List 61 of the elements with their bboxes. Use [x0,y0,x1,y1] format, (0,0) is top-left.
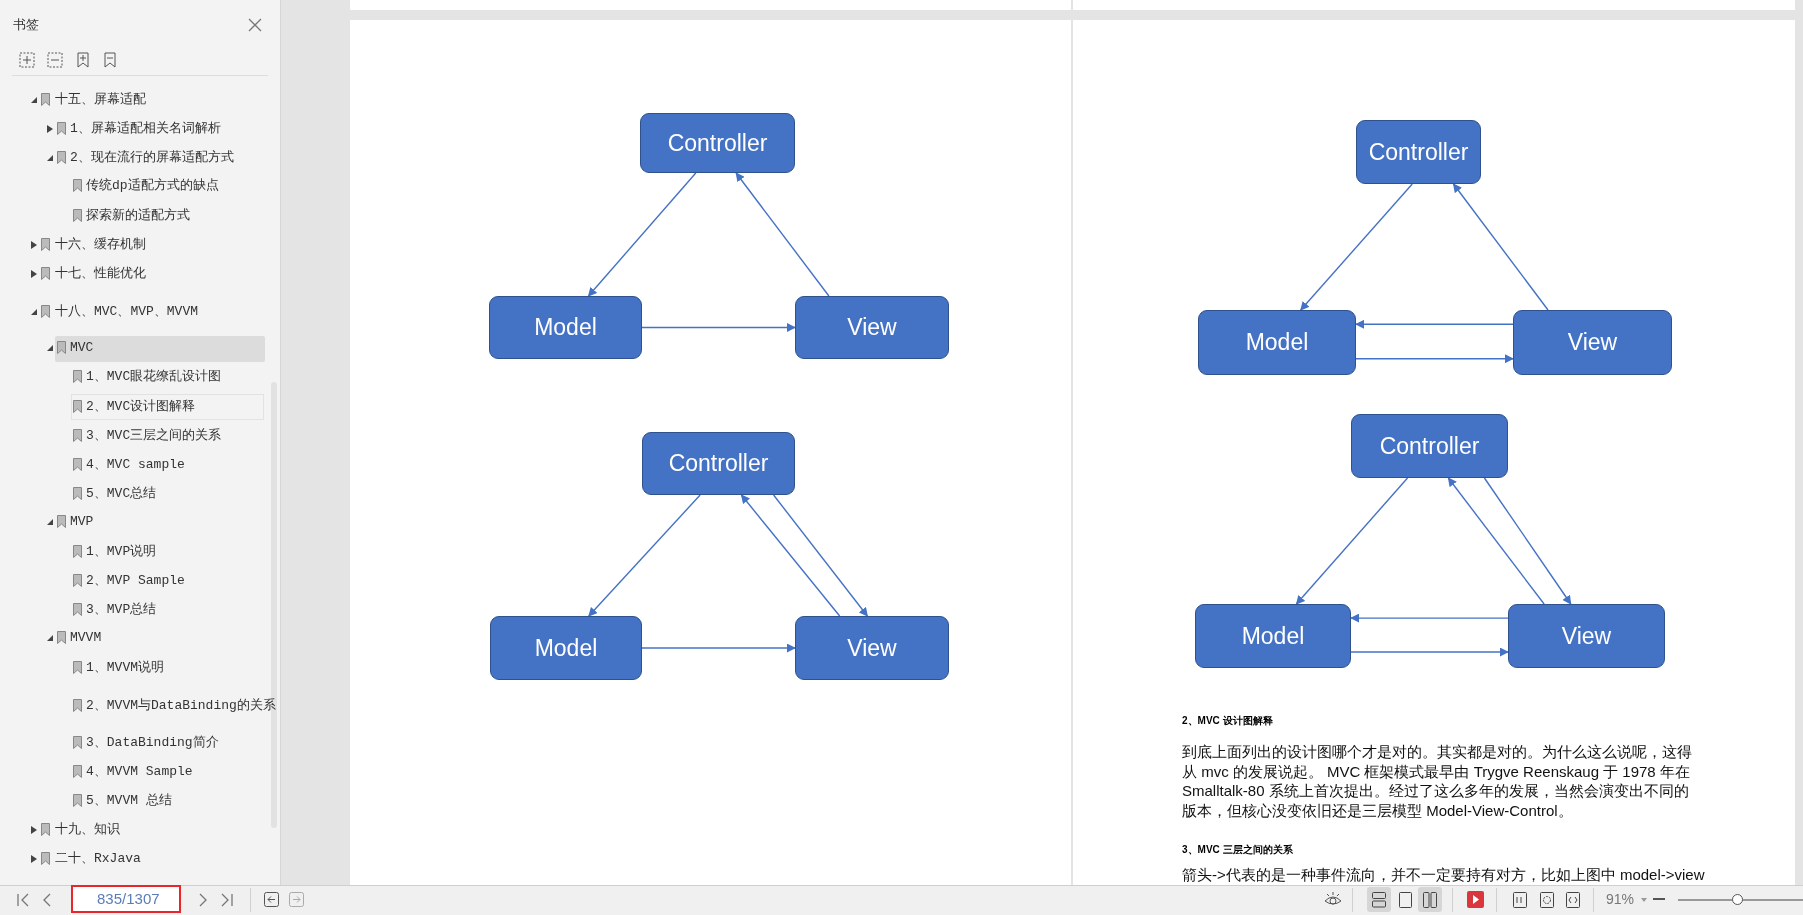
arrow [1350,613,1509,623]
process-box: Controller [1356,120,1481,184]
process-box: Model [1195,604,1351,668]
process-box: Model [489,296,642,359]
arrow [1355,354,1514,364]
zoom-level: 91% [1606,891,1635,907]
bookmark-item: 2、MVP Sample [86,573,185,589]
bookmark-item: 传统dp适配方式的缺点 [86,178,219,194]
bookmark-item: 十五、屏幕适配 [55,92,146,108]
bookmark-item: MVVM [70,630,102,646]
arrow [740,494,841,617]
process-box: View [1513,310,1672,375]
process-box: View [1508,604,1665,668]
bookmark-item: 1、屏幕适配相关名词解析 [70,121,221,137]
bookmark-item: 十六、缓存机制 [55,237,146,253]
bookmark-item: 4、MVC sample [86,457,185,473]
arrow [1447,477,1545,605]
bookmark-item: 探索新的适配方式 [86,208,190,224]
arrow [1355,319,1514,329]
bookmark-item: 4、MVVM Sample [86,764,193,780]
bookmark-item: 2、MVC设计图解释 [86,399,196,415]
section-heading: 3、MVC 三层之间的关系 [1182,843,1293,857]
paragraph: 箭头->代表的是一种事件流向，并不一定要持有对方，比如上图中 model->view [1182,866,1705,884]
process-box: View [795,296,949,359]
bookmark-item: 二十、RxJava [55,851,141,867]
bookmark-item: MVC [70,340,94,356]
bookmark-item: 十七、性能优化 [55,266,146,282]
bookmark-item: 1、MVVM说明 [86,660,164,676]
bookmark-item: 2、MVVM与DataBinding的关系 [86,698,276,714]
process-box: Controller [1351,414,1508,478]
arrow [587,172,697,297]
arrow [641,323,796,332]
process-box: Controller [642,432,795,495]
process-box: View [795,616,949,680]
section-heading: 2、MVC 设计图解释 [1182,714,1273,728]
bookmark-item: 1、MVP说明 [86,544,157,560]
bookmark-item: 3、DataBinding简介 [86,735,219,751]
arrow [735,172,830,297]
arrow [1300,183,1413,311]
paragraph: 到底上面列出的设计图哪个才是对的。其实都是对的。为什么这么说呢，这得从 mvc 的发展说起。 MVC 框架模式最早由 Trygve Reenskaug 于 1978 年在 Smalltalk-80 系统上首次提出。经过了这么多年的发展，当然会演变出不同的版本，但核心没变依旧还是三层模型 Model-View-Control。 [1182,742,1692,820]
bookmark-item: 5、MVC总结 [86,486,157,502]
process-box: Model [1198,310,1356,375]
bookmark-item: 3、MVP总结 [86,602,157,618]
arrow [1295,477,1409,605]
bookmark-item: 2、现在流行的屏幕适配方式 [70,150,234,166]
process-box: Model [490,616,642,680]
arrow [772,494,869,617]
arrow [641,643,796,653]
process-box: Controller [640,113,795,173]
arrow [1452,183,1549,311]
bookmark-item: 十八、MVC、MVP、MVVM [55,304,198,320]
page-number-field: 835/1307 [71,885,181,913]
panel-title: 书签 [13,16,39,34]
bookmark-item: MVP [70,514,94,530]
bookmark-item: 5、MVVM 总结 [86,793,172,809]
arrow [1483,477,1572,605]
bookmark-item: 3、MVC三层之间的关系 [86,428,222,444]
arrow [588,494,701,617]
bookmark-item: 十九、知识 [55,822,120,838]
bookmark-item: 1、MVC眼花缭乱设计图 [86,369,222,385]
arrow [1350,647,1509,657]
